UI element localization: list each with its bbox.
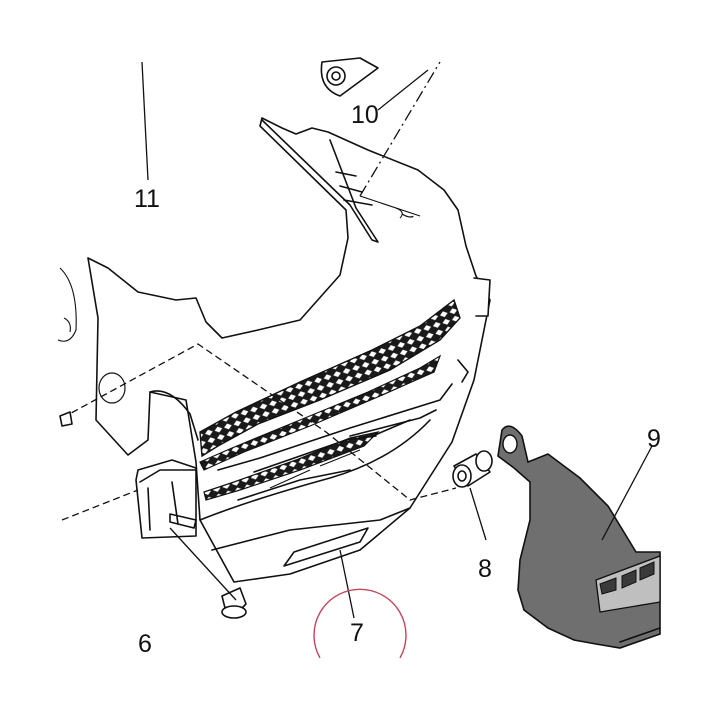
callout-7-highlight-circle <box>313 588 407 659</box>
part-9-side-cover <box>497 425 661 649</box>
assembly-lines <box>61 61 457 521</box>
callout-8: 8 <box>478 555 492 583</box>
part-11-main-fairing <box>87 117 491 583</box>
callout-11: 11 <box>134 185 160 213</box>
mesh-grille <box>199 298 461 501</box>
callout-6: 6 <box>138 630 152 658</box>
part-8-spacer <box>452 450 493 541</box>
left-frame-fragment <box>57 267 77 342</box>
leader-lines <box>141 61 429 619</box>
callout-7: 7 <box>350 619 364 647</box>
callout-9: 9 <box>647 425 661 453</box>
callout-10: 10 <box>351 101 379 129</box>
upper-bracket-fragment <box>320 57 379 97</box>
part-6-screw <box>169 527 247 619</box>
left-fastener <box>59 411 73 427</box>
